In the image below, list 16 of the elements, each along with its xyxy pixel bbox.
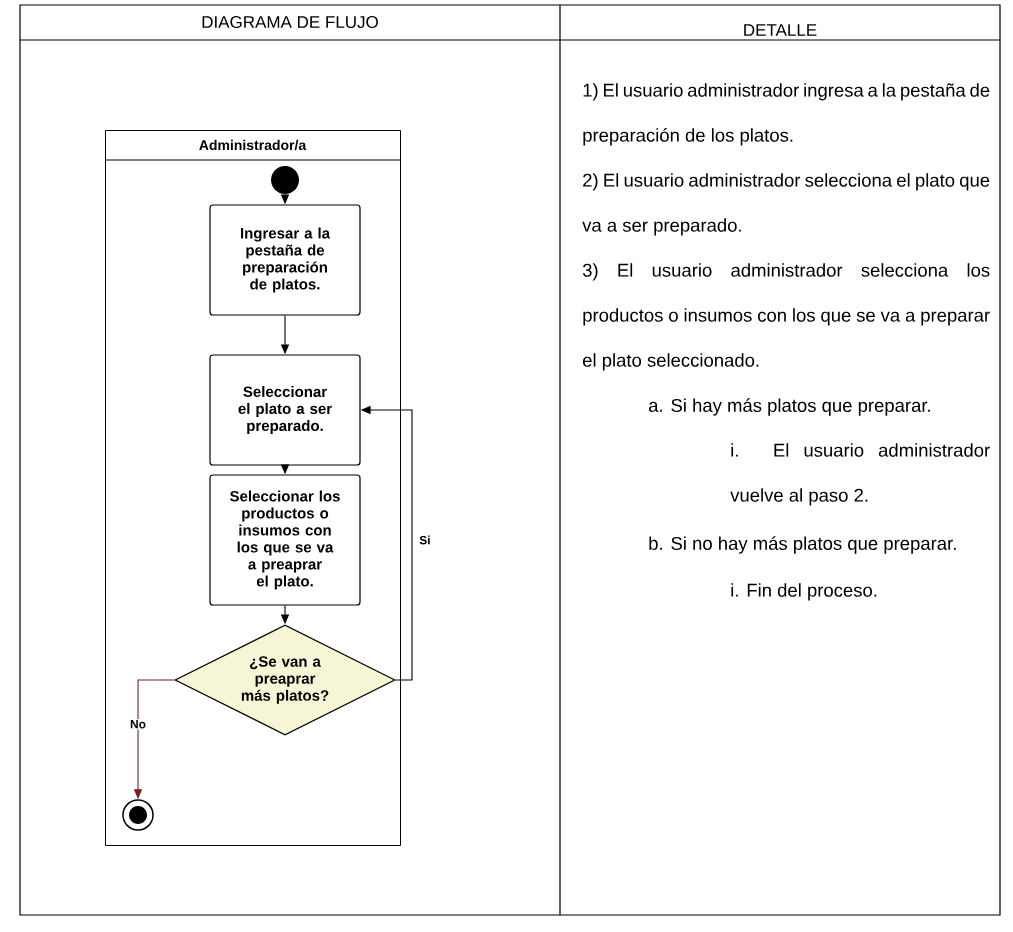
list-item: i. El usuario administrador vuelve al paso 2.	[730, 443, 990, 506]
column-header: DETALLE	[744, 24, 817, 36]
list-item: a. Si hay más platos que preparar.	[649, 398, 930, 416]
activity-box: Seleccionar los productos o insumos con los que se va a preaprar el plato.	[209, 474, 361, 606]
end-circle	[122, 799, 154, 831]
activity-box: Seleccionar el plato a ser preparado.	[209, 354, 361, 466]
edge-label: No	[129, 719, 147, 730]
start-circle	[271, 166, 299, 194]
list-item: 2) El usuario administrador selecciona el plato que va a ser preparado.	[582, 173, 990, 236]
list-item: b. Si no hay más platos que preparar.	[649, 536, 956, 554]
list-item: 3) El usuario administrador selecciona los productos o insumos con los que se va a preparar el plato seleccionado.	[582, 263, 990, 371]
edge-label: Si	[418, 534, 432, 546]
list-item: i. Fin del proceso.	[731, 583, 877, 601]
list-item: 1) El usuario administrador ingresa a la pestaña de preparación de los platos.	[583, 83, 990, 146]
column-header: DIAGRAMA DE FLUJO	[202, 16, 378, 29]
activity-box: Ingresar a la pestaña de preparación de platos.	[209, 204, 361, 316]
